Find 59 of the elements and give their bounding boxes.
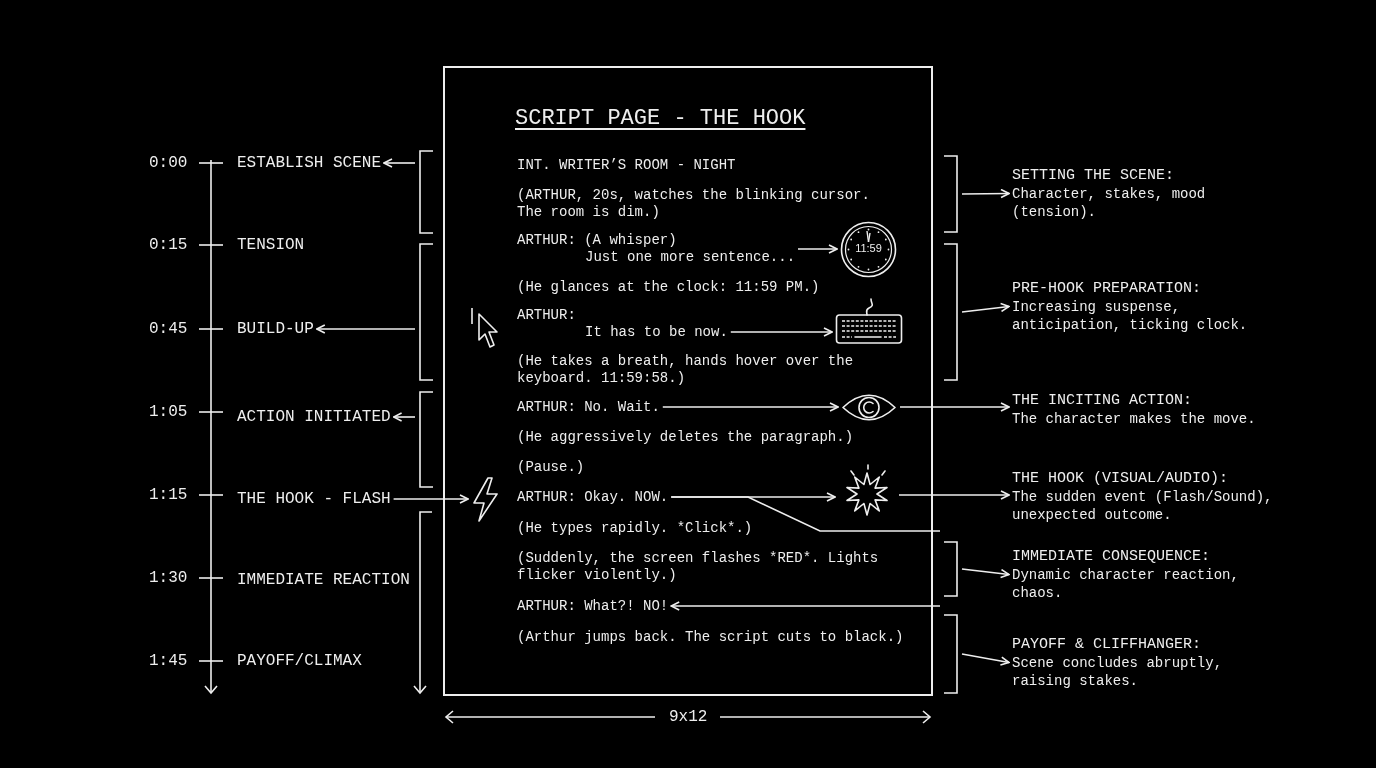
script-line: ARTHUR: No. Wait. (517, 399, 660, 416)
script-line: (Pause.) (517, 459, 585, 476)
time-label: 1:15 (149, 486, 188, 504)
arrow (392, 412, 416, 422)
script-line: (Suddenly, the screen flashes *RED*. Lights flicker violently.) (517, 550, 880, 584)
script-line: ARTHUR: What?! NO! (517, 598, 669, 615)
note-text: The sudden event (Flash/Sound), unexpected outcome. (1012, 488, 1274, 524)
stage-label: ESTABLISH SCENE (237, 154, 382, 172)
note-heading: THE HOOK (VISUAL/AUDIO): (1012, 469, 1230, 488)
stage-label: TENSION (237, 236, 305, 254)
time-label: 0:00 (149, 154, 188, 172)
script-line: (He takes a breath, hands hover over the keyboard. 11:59:58.) (517, 353, 855, 387)
arrow (961, 188, 1010, 199)
note-text: Character, stakes, mood (tension). (1012, 185, 1207, 221)
arrow (662, 402, 839, 412)
arrow (961, 653, 1010, 666)
page-title: SCRIPT PAGE - THE HOOK (515, 106, 806, 131)
arrow (961, 568, 1010, 579)
dialogue-line: Just one more sentence... (584, 249, 796, 266)
stage-label: PAYOFF/CLIMAX (237, 652, 362, 670)
arrow (899, 402, 1010, 412)
time-label: 1:05 (149, 403, 188, 421)
script-line: (He types rapidly. *Click*.) (517, 520, 753, 537)
script-line: (Arthur jumps back. The script cuts to black.) (517, 629, 905, 646)
arrow (383, 158, 416, 168)
clock-time: 11:59 (854, 241, 883, 255)
time-label: 1:45 (149, 652, 188, 670)
arrow (670, 601, 941, 611)
script-line: (He aggressively deletes the paragraph.) (517, 429, 854, 446)
note-heading: PAYOFF & CLIFFHANGER: (1012, 635, 1203, 654)
script-line: (He glances at the clock: 11:59 PM.) (517, 279, 820, 296)
script-line: ARTHUR: (A whisper) (517, 232, 678, 249)
note-heading: IMMEDIATE CONSEQUENCE: (1012, 547, 1212, 566)
script-line: INT. WRITER’S ROOM - NIGHT (517, 157, 736, 174)
script-line: ARTHUR: (517, 307, 577, 324)
arrow (316, 324, 416, 334)
stage-label: ACTION INITIATED (237, 408, 391, 426)
stage-label: IMMEDIATE REACTION (237, 571, 410, 589)
note-heading: THE INCITING ACTION: (1012, 391, 1194, 410)
stage-label: BUILD-UP (237, 320, 314, 338)
script-line: ARTHUR: Okay. NOW. (517, 489, 669, 506)
script-page (443, 66, 933, 696)
arrow (797, 244, 838, 254)
arrow (392, 494, 469, 504)
connector-line (670, 496, 941, 532)
time-label: 0:45 (149, 320, 188, 338)
script-line: (ARTHUR, 20s, watches the blinking cursor. The room is dim.) (517, 187, 871, 221)
arrow (961, 302, 1010, 313)
stage-label: THE HOOK - FLASH (237, 490, 391, 508)
dialogue-line: It has to be now. (584, 324, 728, 341)
arrow (730, 327, 833, 337)
note-heading: PRE-HOOK PREPARATION: (1012, 279, 1203, 298)
time-label: 1:30 (149, 569, 188, 587)
note-text: The character makes the move. (1012, 410, 1257, 428)
time-label: 0:15 (149, 236, 188, 254)
note-text: Dynamic character reaction, chaos. (1012, 566, 1240, 602)
note-text: Scene concludes abruptly, raising stakes. (1012, 654, 1224, 690)
note-text: Increasing suspense, anticipation, ticking clock. (1012, 298, 1249, 334)
note-heading: SETTING THE SCENE: (1012, 166, 1176, 185)
